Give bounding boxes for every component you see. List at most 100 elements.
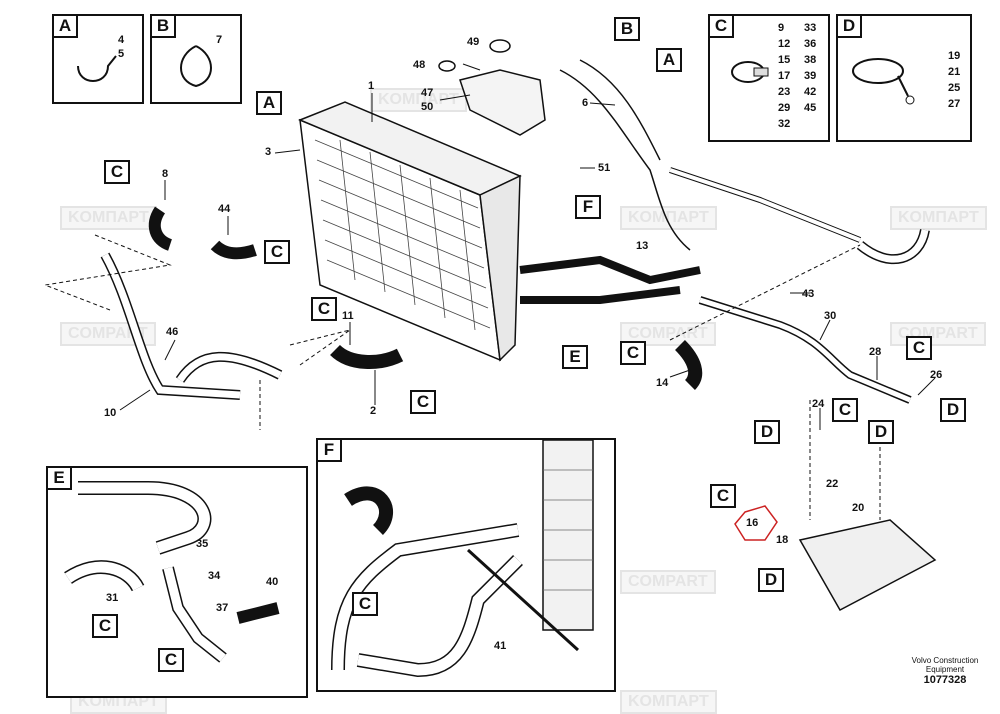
footer-line1: Volvo Construction: [911, 656, 979, 665]
label-c: C: [104, 160, 130, 184]
cable-tie-icon: [180, 45, 212, 88]
label-b: B: [614, 17, 640, 41]
label-c: C: [264, 240, 290, 264]
callout-42: 42: [804, 86, 817, 98]
callout-32: 32: [778, 118, 791, 130]
callout-39: 39: [804, 70, 817, 82]
callout-33: 33: [804, 22, 817, 34]
label-c-detail-e: C: [158, 648, 184, 672]
radiator: [298, 101, 522, 362]
detail-e-letter: E: [46, 466, 72, 490]
callout-45: 45: [804, 102, 817, 114]
footer-line2: Equipment: [925, 665, 965, 674]
callout-3: 3: [265, 146, 272, 158]
callout-4: 4: [118, 34, 125, 46]
callout-15: 15: [778, 54, 791, 66]
label-e: E: [562, 345, 588, 369]
callout-7: 7: [216, 34, 223, 46]
callout-5: 5: [118, 48, 125, 60]
callout-12: 12: [778, 38, 791, 50]
detail-f-drawing: [331, 440, 594, 678]
inset-a-letter: A: [52, 14, 78, 38]
watermark-compart: COMPART: [620, 570, 716, 594]
callout-2: 2: [370, 405, 377, 417]
callout-8: 8: [162, 168, 169, 180]
label-c: C: [620, 341, 646, 365]
callout-20: 20: [852, 502, 865, 514]
callout-21: 21: [948, 66, 961, 78]
callout-49: 49: [467, 36, 480, 48]
callout-28: 28: [869, 346, 882, 358]
callout-30: 30: [824, 310, 837, 322]
callout-14: 14: [656, 377, 669, 389]
label-c: C: [410, 390, 436, 414]
hose-clamp-icon: [731, 61, 769, 83]
callout-22: 22: [826, 478, 839, 490]
callout-23: 23: [778, 86, 791, 98]
highlight-part-16: [734, 505, 778, 541]
callout-6: 6: [582, 97, 589, 109]
label-c: C: [906, 336, 932, 360]
inset-c: C 9 12 15 17 23 29 32 33 36 38 39 42 45: [708, 14, 830, 142]
label-d: D: [868, 420, 894, 444]
detail-e: E 35 34 40 31 37 C C: [46, 466, 308, 698]
callout-35: 35: [196, 538, 209, 550]
label-f: F: [575, 195, 601, 219]
label-a-radiator: A: [256, 91, 282, 115]
watermark-komnapt: KOMПAPT: [890, 206, 987, 230]
callout-38: 38: [804, 54, 817, 66]
inset-d: D 19 21 25 27: [836, 14, 972, 142]
callout-25: 25: [948, 82, 961, 94]
callout-41: 41: [494, 640, 507, 652]
detail-f-letter: F: [316, 438, 342, 462]
callout-43: 43: [802, 288, 815, 300]
watermark-komnapt: KOMПAPT: [370, 88, 467, 112]
callout-16: 16: [746, 517, 759, 529]
expansion-tank: [438, 39, 546, 136]
callout-19: 19: [948, 50, 961, 62]
callout-29: 29: [778, 102, 791, 114]
callout-13: 13: [636, 240, 649, 252]
callout-1: 1: [368, 80, 375, 92]
inset-c-letter: C: [708, 14, 734, 38]
callout-24: 24: [812, 398, 825, 410]
callout-37: 37: [216, 602, 229, 614]
callout-40: 40: [266, 576, 279, 588]
detail-e-drawing: [64, 481, 280, 663]
detail-f: F C 41: [316, 438, 616, 692]
inset-d-letter: D: [836, 14, 862, 38]
band-clamp-icon: [852, 58, 915, 105]
watermark-komnapt: KOMПAPT: [60, 206, 157, 230]
label-d: D: [940, 398, 966, 422]
label-c: C: [311, 297, 337, 321]
label-c: C: [710, 484, 736, 508]
callout-51: 51: [598, 162, 611, 174]
label-c-detail-f: C: [352, 592, 378, 616]
callout-50: 50: [421, 101, 434, 113]
callout-9: 9: [778, 22, 785, 34]
callout-34: 34: [208, 570, 221, 582]
inset-a: A 4 5: [52, 14, 144, 104]
label-c-detail-e: C: [92, 614, 118, 638]
label-a-hose: A: [656, 48, 682, 72]
watermark-compart: COMPART: [890, 322, 986, 346]
callout-26: 26: [930, 369, 943, 381]
callout-48: 48: [413, 59, 426, 71]
inset-b: B 7: [150, 14, 242, 104]
label-c: C: [832, 398, 858, 422]
callout-36: 36: [804, 38, 817, 50]
callout-10: 10: [104, 407, 117, 419]
drawing-code: 1077328: [923, 674, 967, 686]
watermark-komnapt: KOMПAPT: [620, 206, 717, 230]
callout-47: 47: [421, 87, 434, 99]
inset-b-letter: B: [150, 14, 176, 38]
callout-18: 18: [776, 534, 789, 546]
callout-44: 44: [218, 203, 231, 215]
callout-17: 17: [778, 70, 791, 82]
label-d: D: [754, 420, 780, 444]
label-d: D: [758, 568, 784, 592]
p-clamp-icon: [77, 55, 117, 82]
callout-31: 31: [106, 592, 119, 604]
